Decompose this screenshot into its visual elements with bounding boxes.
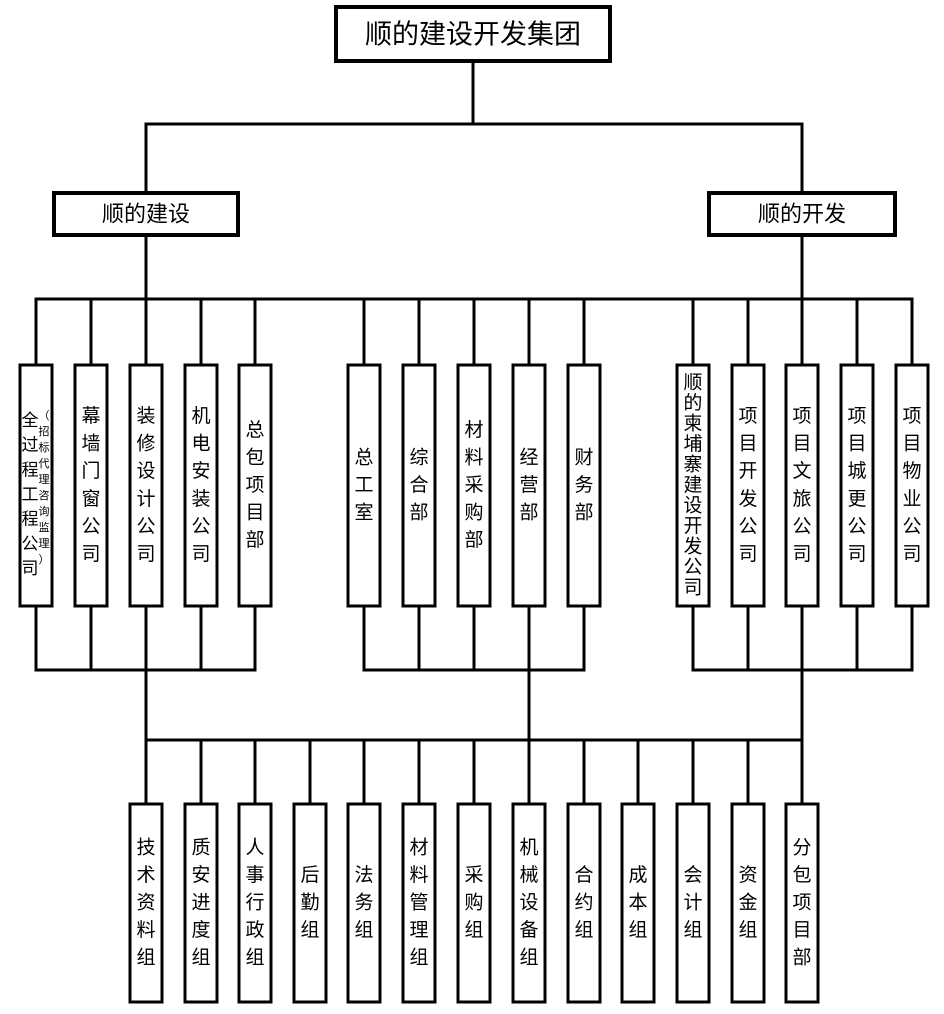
group-label: 采购组 xyxy=(464,864,483,941)
department-label: 财务部 xyxy=(574,446,593,523)
group-box xyxy=(566,802,602,1004)
group-label: 成本组 xyxy=(628,864,647,941)
group-box xyxy=(237,802,273,1004)
group-box xyxy=(730,802,766,1004)
group-label: 技术资料组 xyxy=(136,836,155,968)
development-unit-box xyxy=(894,363,930,608)
construction-unit-box xyxy=(73,363,109,608)
development-unit-label: 项目文旅公司 xyxy=(792,405,811,565)
department-box xyxy=(456,363,492,608)
department-box xyxy=(346,363,382,608)
construction-unit-label: 幕墙门窗公司 xyxy=(81,405,100,565)
construction-unit-box xyxy=(237,363,273,608)
department-label: 总工室 xyxy=(354,446,373,523)
construction-unit-note: （招标代理咨询监理） xyxy=(39,409,50,566)
construction-unit-box xyxy=(183,363,219,608)
group-box xyxy=(183,802,219,1004)
group-label: 会计组 xyxy=(683,864,702,941)
group-box xyxy=(620,802,656,1004)
construction-unit-label: 机电安装公司 xyxy=(191,405,210,565)
division-label: 顺的建设 xyxy=(102,203,190,228)
construction-unit-label: 装修设计公司 xyxy=(136,405,155,565)
division-label: 顺的开发 xyxy=(758,203,846,228)
construction-unit-label: 总包项目部 xyxy=(245,419,264,551)
development-unit-label: 项目物业公司 xyxy=(902,405,921,565)
department-box xyxy=(401,363,437,608)
root-label: 顺的建设开发集团 xyxy=(365,20,581,51)
department-label: 综合部 xyxy=(409,446,428,523)
group-label: 合约组 xyxy=(574,864,593,941)
group-label: 法务组 xyxy=(354,864,373,941)
construction-unit-box xyxy=(18,363,54,608)
group-box xyxy=(675,802,711,1004)
group-box xyxy=(456,802,492,1004)
connector-lines xyxy=(34,59,914,806)
department-box xyxy=(511,363,547,608)
group-label: 质安进度组 xyxy=(191,836,210,968)
development-unit-label: 项目城更公司 xyxy=(847,405,866,565)
group-box xyxy=(292,802,328,1004)
development-unit-box xyxy=(675,363,711,608)
group-label: 材料管理组 xyxy=(409,836,428,968)
division-box xyxy=(707,191,897,237)
development-unit-label: 顺的柬埔寨建设开发公司 xyxy=(684,371,703,598)
division-box xyxy=(52,191,240,237)
group-label: 人事行政组 xyxy=(245,836,264,968)
group-label: 后勤组 xyxy=(300,864,319,941)
development-unit-box xyxy=(730,363,766,608)
group-box xyxy=(346,802,382,1004)
development-unit-box xyxy=(839,363,875,608)
group-label: 资金组 xyxy=(738,864,757,941)
group-box xyxy=(128,802,164,1004)
group-label: 机械设备组 xyxy=(519,836,538,968)
group-label: 分包项目部 xyxy=(792,836,811,968)
department-box xyxy=(566,363,602,608)
group-box xyxy=(401,802,437,1004)
group-box xyxy=(784,802,820,1004)
construction-unit-label: 全过程工程公司 xyxy=(22,411,39,579)
development-unit-box xyxy=(784,363,820,608)
group-box xyxy=(511,802,547,1004)
department-label: 材料采购部 xyxy=(464,419,483,551)
department-label: 经营部 xyxy=(519,446,538,523)
development-unit-label: 项目开发公司 xyxy=(738,405,757,565)
construction-unit-box xyxy=(128,363,164,608)
root-box xyxy=(334,5,612,63)
